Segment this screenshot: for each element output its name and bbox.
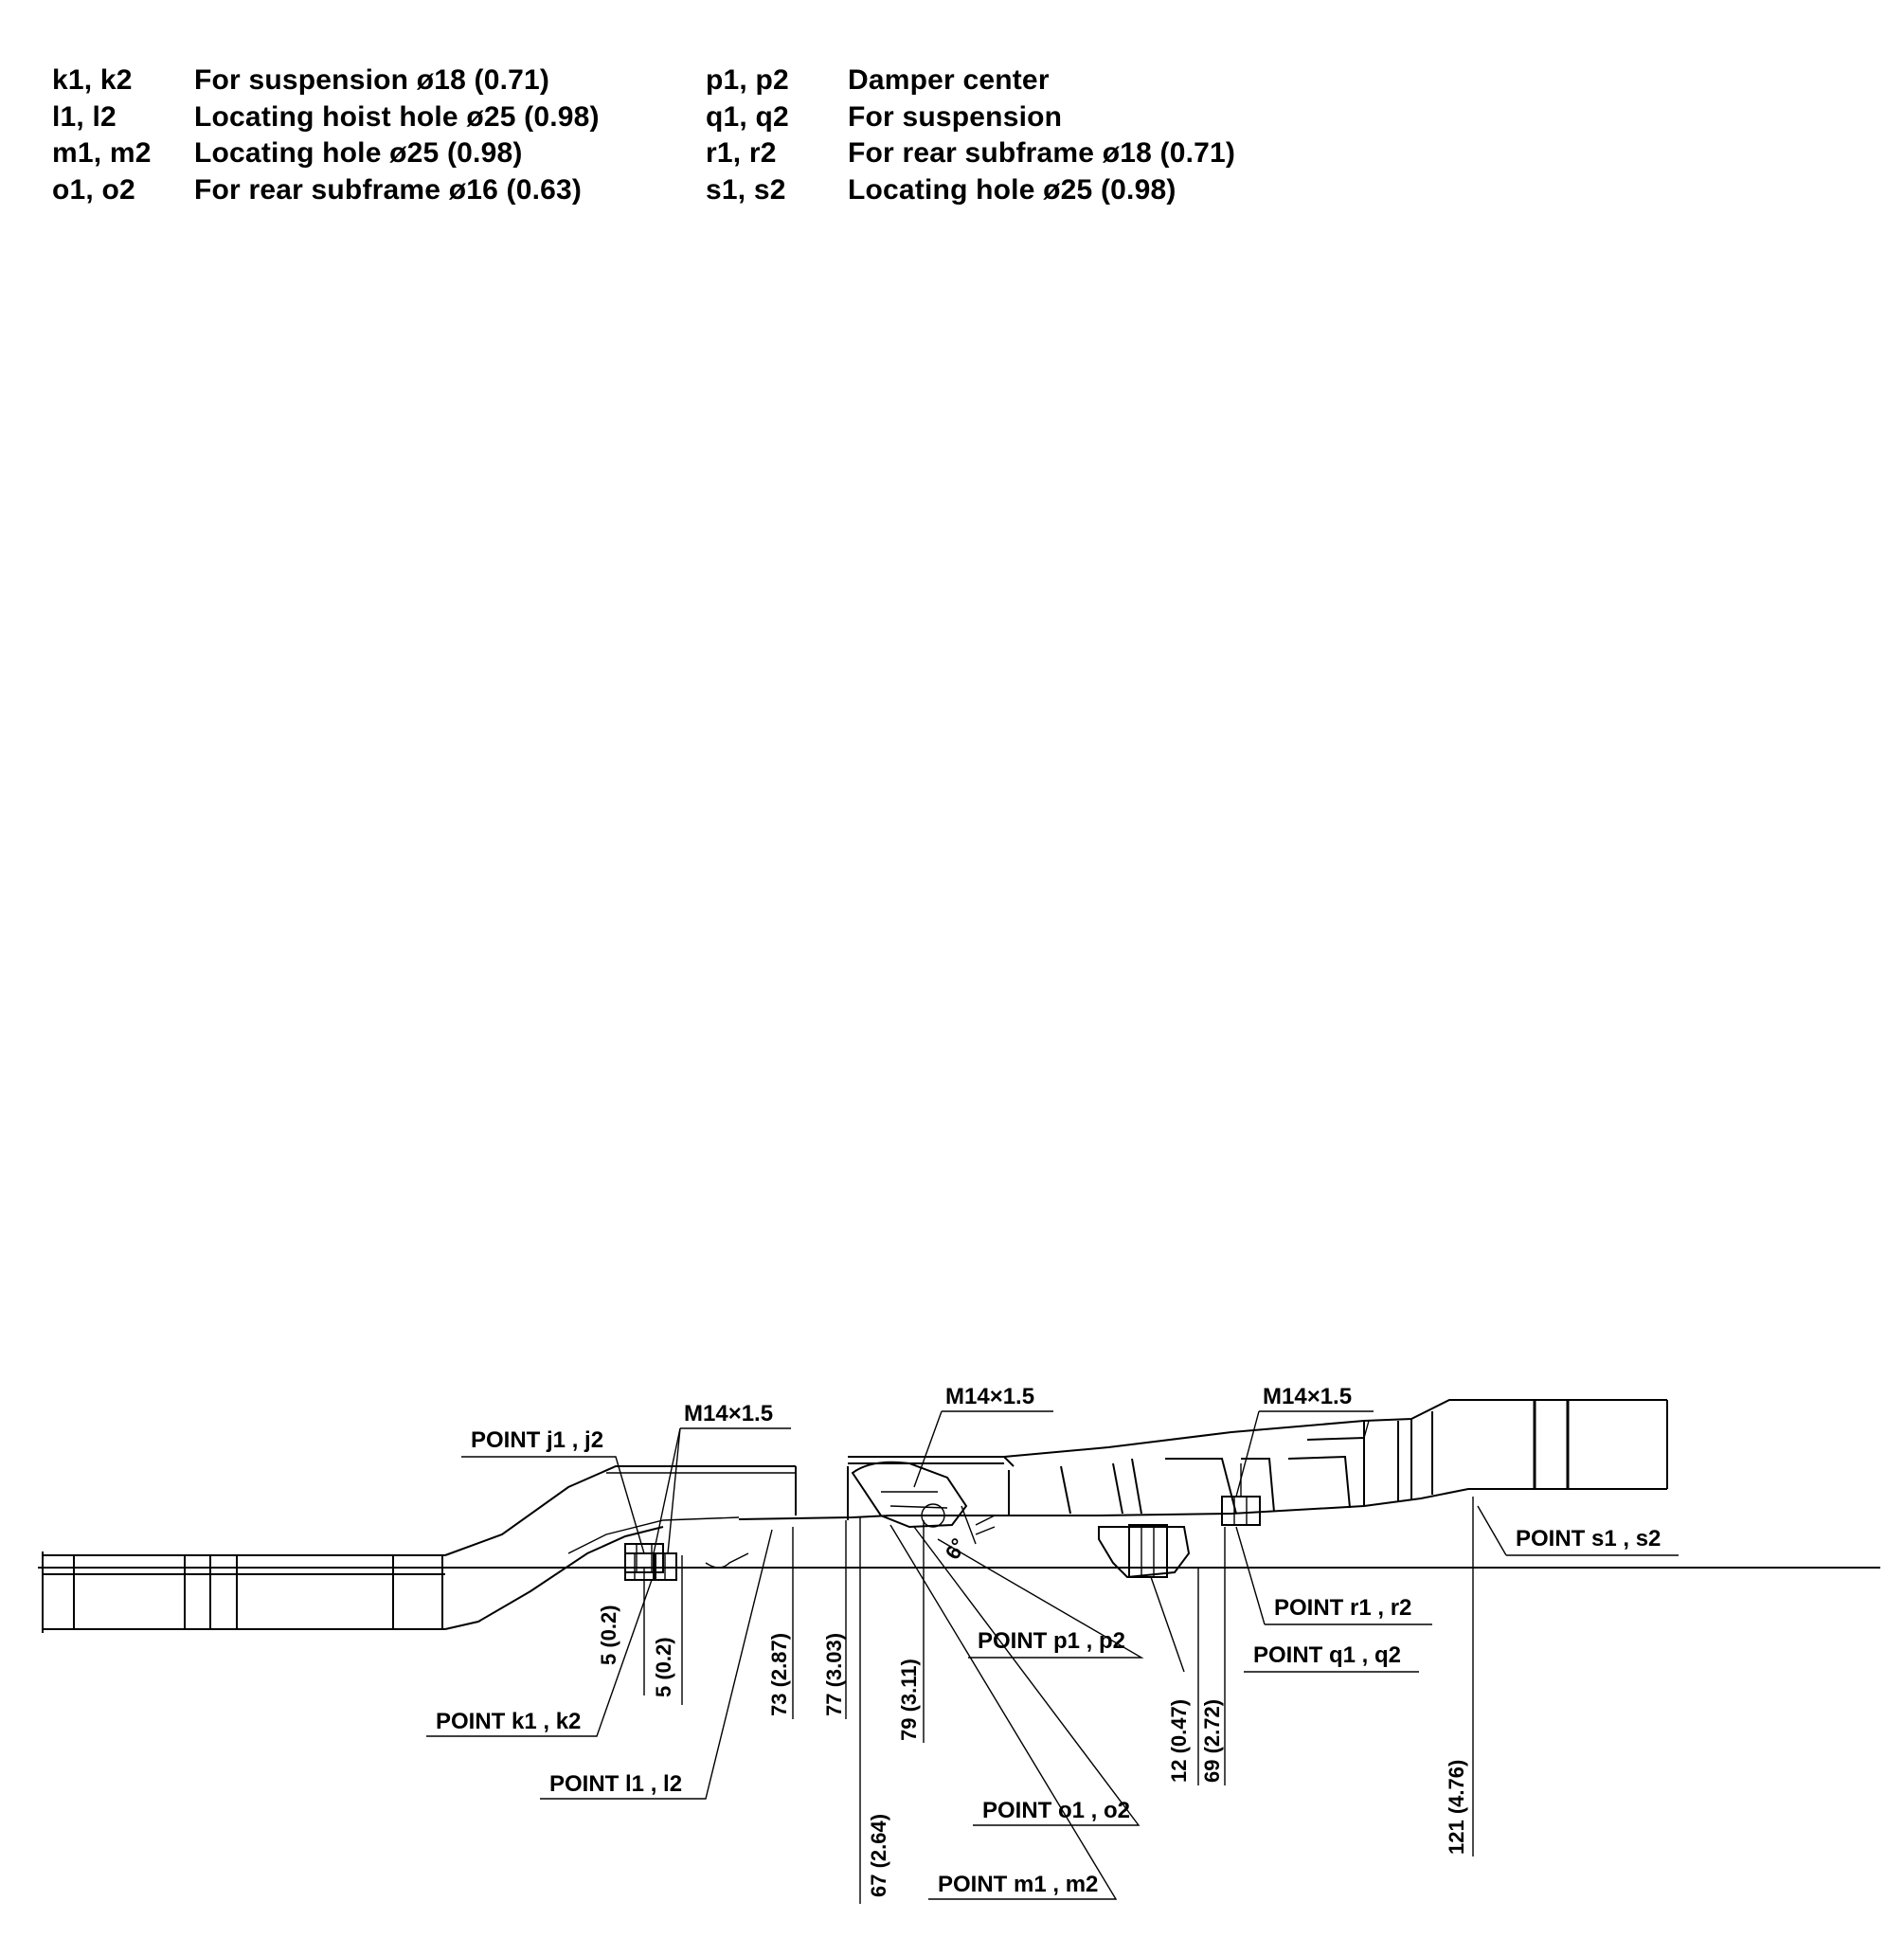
kick-up-section [444, 1465, 796, 1630]
dimension-label: 12 (0.47) [1167, 1699, 1191, 1783]
point-k-label: POINT k1 , k2 [436, 1709, 581, 1734]
point-p-label: POINT p1 , p2 [978, 1628, 1125, 1654]
thread-spec-label: M14×1.5 [684, 1401, 773, 1426]
dimension-label: 79 (3.11) [897, 1659, 921, 1741]
legend-row: q1, q2 For suspension [706, 99, 1235, 136]
k-bolt-assembly [624, 1552, 677, 1581]
point-m-label: POINT m1 , m2 [938, 1872, 1098, 1897]
thread-spec-label: M14×1.5 [945, 1384, 1034, 1409]
legend-row: m1, m2 Locating hole ø25 (0.98) [52, 135, 600, 172]
dimension-label: 5 (0.2) [597, 1605, 620, 1665]
point-s-label: POINT s1 , s2 [1516, 1526, 1661, 1551]
legend-description: For suspension ø18 (0.71) [194, 64, 550, 97]
legend-code: o1, o2 [52, 173, 135, 206]
legend-description: Damper center [848, 64, 1050, 97]
thread-spec-label: M14×1.5 [1263, 1384, 1352, 1409]
dimension-label: 77 (3.03) [822, 1633, 846, 1716]
dimension-label: 73 (2.87) [767, 1633, 791, 1716]
legend-description: Locating hole ø25 (0.98) [848, 173, 1177, 206]
legend-row: r1, r2 For rear subframe ø18 (0.71) [706, 135, 1235, 172]
legend-left-column: k1, k2 For suspension ø18 (0.71) l1, l2 … [52, 63, 600, 208]
point-labels: POINT j1 , j2 POINT k1 , k2 POINT l1 , l… [426, 1427, 1679, 1900]
legend-row: l1, l2 Locating hoist hole ø25 (0.98) [52, 99, 600, 136]
point-o-label: POINT o1 , o2 [982, 1798, 1130, 1823]
legend-code: l1, l2 [52, 100, 117, 133]
legend-description: For rear subframe ø18 (0.71) [848, 137, 1236, 170]
legend-code: r1, r2 [706, 137, 777, 170]
point-l-label: POINT l1 , l2 [549, 1771, 682, 1797]
legend-description: Locating hoist hole ø25 (0.98) [194, 100, 600, 133]
dimension-label: 69 (2.72) [1200, 1699, 1224, 1783]
legend-code: q1, q2 [706, 100, 789, 133]
dimension-annotations: 5 (0.2) 5 (0.2) 73 (2.87) 77 (3.03) 67 (… [597, 1497, 1474, 1904]
legend-row: p1, p2 Damper center [706, 63, 1235, 99]
legend-row: o1, o2 For rear subframe ø16 (0.63) [52, 172, 600, 209]
legend-description: For rear subframe ø16 (0.63) [194, 173, 583, 206]
legend-code: p1, p2 [706, 64, 789, 97]
legend-description: For suspension [848, 100, 1063, 133]
rear-frame-section [1003, 1399, 1668, 1579]
legend-row: k1, k2 For suspension ø18 (0.71) [52, 63, 600, 99]
point-q-label: POINT q1 , q2 [1253, 1642, 1401, 1668]
legend-code: s1, s2 [706, 173, 786, 206]
middle-section [738, 1456, 1015, 1545]
legend-code: m1, m2 [52, 137, 152, 170]
legend: k1, k2 For suspension ø18 (0.71) l1, l2 … [52, 63, 1284, 214]
thread-spec-labels: M14×1.5 M14×1.5 M14×1.5 [653, 1384, 1374, 1554]
point-r-label: POINT r1 , r2 [1274, 1595, 1411, 1621]
legend-description: Locating hole ø25 (0.98) [194, 137, 523, 170]
legend-row: s1, s2 Locating hole ø25 (0.98) [706, 172, 1235, 209]
front-frame-section [42, 1551, 445, 1633]
legend-right-column: p1, p2 Damper center q1, q2 For suspensi… [706, 63, 1235, 208]
dimension-label: 5 (0.2) [652, 1637, 675, 1697]
dimension-label: 67 (2.64) [867, 1814, 890, 1897]
legend-code: k1, k2 [52, 64, 133, 97]
point-j-label: POINT j1 , j2 [471, 1427, 603, 1453]
dimension-label: 121 (4.76) [1445, 1760, 1468, 1855]
